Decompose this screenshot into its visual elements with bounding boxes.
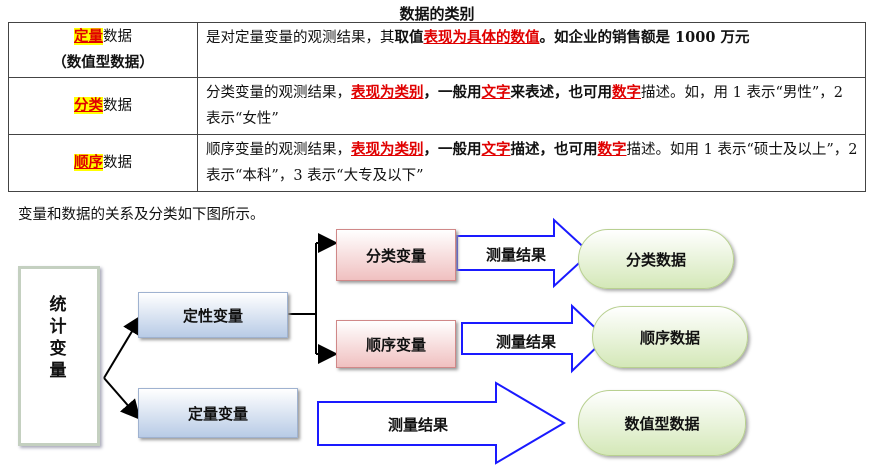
ordinal-variable-box: 顺序变量	[336, 320, 456, 368]
ordinal-data-label: 顺序数据	[639, 328, 700, 347]
diagram-caption: 变量和数据的关系及分类如下图所示。	[18, 207, 265, 223]
block-arrow-numeric	[317, 381, 566, 465]
qualitative-variable-label: 定性变量	[182, 306, 243, 325]
row-label-ordinal: 顺序数据	[8, 134, 198, 192]
desc-emphasis: 表现为具体的数值	[423, 29, 540, 46]
measure-label-ordinal: 测量结果	[496, 333, 557, 351]
root-variable-box	[18, 266, 100, 446]
numeric-data-box: 数值型数据	[578, 390, 746, 456]
desc-text: 描述。如，用 1 表示“男性”，2 表示“女性”	[206, 85, 843, 127]
connector-root-qualitative	[103, 314, 143, 379]
desc-emphasis: 数字	[597, 141, 627, 158]
desc-bold: ，一般用	[423, 141, 482, 158]
categorical-variable-label: 分类变量	[365, 246, 426, 265]
desc-emphasis: 文字	[481, 84, 511, 101]
block-arrow-ordinal	[461, 303, 608, 374]
quantitative-variable-box: 定量变量	[138, 388, 298, 438]
desc-text: 顺序变量的观测结果，	[206, 142, 351, 158]
desc-bold: 来表述，也可用	[510, 84, 613, 101]
desc-bold: 描述，也可用	[510, 141, 598, 158]
label-rest: 数据	[103, 98, 132, 114]
connector-root-quantitative	[103, 377, 141, 421]
ordinal-data-box: 顺序数据	[592, 306, 748, 368]
root-variable-label: 统计变量	[49, 295, 67, 381]
ordinal-variable-label: 顺序变量	[365, 335, 426, 354]
label-rest: 数据	[103, 29, 132, 45]
qualitative-variable-box: 定性变量	[138, 292, 288, 338]
desc-emphasis: 表现为类别	[351, 84, 424, 101]
label-highlight: 分类	[74, 97, 103, 114]
numeric-data-label: 数值型数据	[624, 414, 700, 433]
label-rest: 数据	[103, 155, 132, 171]
categorical-data-label: 分类数据	[625, 250, 686, 269]
row-label-quantitative: 定量数据 （数值型数据）	[8, 22, 198, 78]
label-highlight: 定量	[74, 28, 103, 45]
desc-text: 描述。如用 1 表示“硕士及以上”，2 表示“本科”，3 表示“大专及以下”	[206, 142, 858, 184]
desc-emphasis: 表现为类别	[351, 141, 424, 158]
measure-label-numeric: 测量结果	[388, 416, 449, 434]
table-row: 分类数据 分类变量的观测结果，表现为类别，一般用文字来表述，也可用数字描述。如，…	[8, 77, 866, 135]
label-sub: （数值型数据）	[52, 54, 154, 71]
categorical-variable-box: 分类变量	[336, 229, 456, 281]
table-row: 顺序数据 顺序变量的观测结果，表现为类别，一般用文字描述，也可用数字描述。如用 …	[8, 134, 866, 192]
desc-emphasis: 文字	[481, 141, 511, 158]
row-desc-ordinal: 顺序变量的观测结果，表现为类别，一般用文字描述，也可用数字描述。如用 1 表示“…	[197, 134, 866, 192]
desc-bold: ，一般用	[423, 84, 482, 101]
measure-label-categorical: 测量结果	[486, 246, 547, 264]
desc-text: 是对定量变量的观测结果，其	[206, 30, 395, 46]
desc-bold: 取值	[394, 29, 424, 46]
desc-text: 分类变量的观测结果，	[206, 85, 351, 101]
data-category-table: 定量数据 （数值型数据） 是对定量变量的观测结果，其取值表现为具体的数值。如企业…	[8, 22, 866, 192]
page-title: 数据的类别	[399, 5, 475, 23]
row-desc-categorical: 分类变量的观测结果，表现为类别，一般用文字来表述，也可用数字描述。如，用 1 表…	[197, 77, 866, 135]
block-arrow-categorical	[456, 217, 592, 289]
desc-bold: 。如企业的销售额是 1000 万元	[539, 29, 750, 46]
quantitative-variable-label: 定量变量	[187, 404, 248, 423]
label-highlight: 顺序	[74, 154, 103, 171]
categorical-data-box: 分类数据	[578, 229, 734, 289]
desc-emphasis: 数字	[612, 84, 641, 101]
